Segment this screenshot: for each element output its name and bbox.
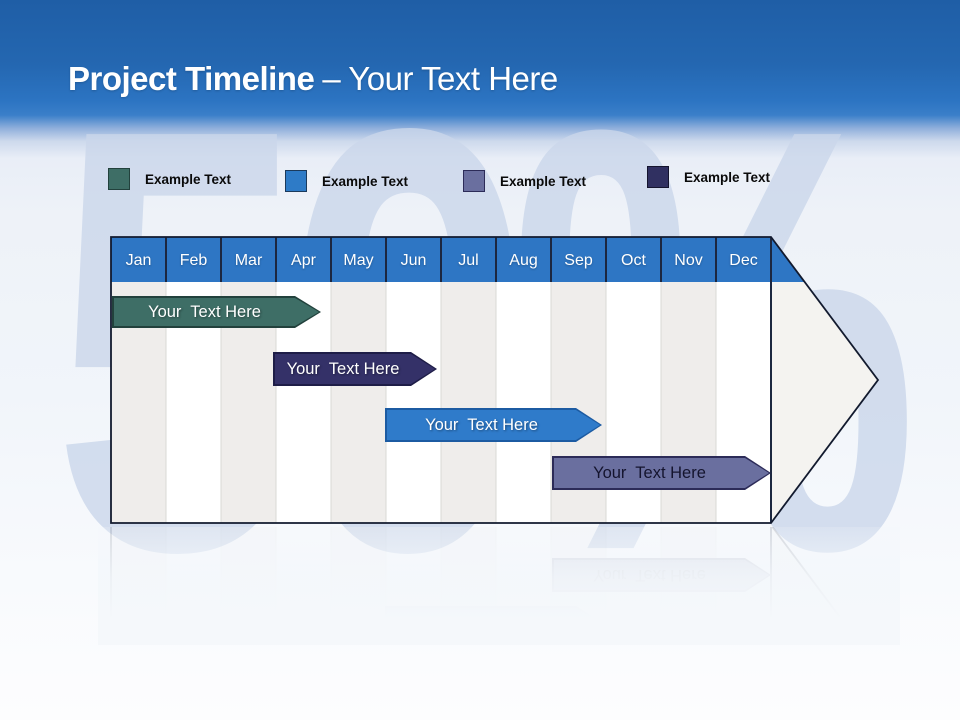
legend-swatch-teal: [108, 168, 130, 190]
task-bar-1: Your Text Here: [112, 296, 321, 328]
timeline-reflection: Jan Feb Mar Apr May Jun Jul Aug Sep Oct …: [105, 527, 895, 637]
title-main: Project Timeline: [68, 60, 315, 97]
arrow-outline: [110, 236, 880, 524]
month-cell-mar: Mar: [234, 251, 263, 269]
task-bar-label: Your Text Here: [286, 359, 400, 378]
task-bar-3-fill: Your Text Here: [387, 410, 600, 440]
page-title: Project Timeline– Your Text Here: [68, 60, 558, 98]
task-bar-3: Your Text Here: [385, 408, 602, 442]
task-bar-2: Your Text Here: [273, 352, 437, 386]
title-subtitle: – Your Text Here: [322, 60, 558, 97]
reflection-fade: [98, 527, 900, 645]
legend-label: Example Text: [500, 173, 587, 189]
month-cell-jan: Jan: [125, 251, 152, 269]
task-bar-label: Your Text Here: [593, 463, 706, 482]
month-cell-apr: Apr: [291, 251, 316, 269]
task-bar-label: Your Text Here: [425, 415, 538, 434]
timeline-group: Jan Feb Mar Apr May Jun Jul Aug Sep Oct …: [105, 230, 895, 530]
month-cell-feb: Feb: [179, 251, 208, 269]
legend-swatch-purple: [463, 170, 485, 192]
legend-item-1: Example Text: [108, 168, 231, 190]
task-bar-4: Your Text Here: [552, 456, 771, 490]
month-cell-jul: Jul: [458, 251, 479, 269]
legend-label: Example Text: [145, 171, 232, 187]
month-cell-may: May: [343, 251, 374, 269]
task-bar-2-fill: Your Text Here: [275, 354, 435, 384]
task-bar-4-fill: Your Text Here: [554, 458, 769, 488]
task-bar-label: Your Text Here: [148, 302, 261, 321]
month-cell-aug: Aug: [509, 251, 538, 269]
legend-item-4: Example Text: [647, 166, 770, 188]
legend-item-3: Example Text: [463, 170, 586, 192]
month-cell-dec: Dec: [729, 251, 758, 269]
legend-swatch-navy: [647, 166, 669, 188]
month-cell-nov: Nov: [674, 251, 703, 269]
month-header-band: [111, 237, 878, 282]
legend-swatch-blue: [285, 170, 307, 192]
month-cell-jun: Jun: [400, 251, 427, 269]
legend-label: Example Text: [322, 173, 409, 189]
legend-label: Example Text: [684, 169, 771, 185]
task-bar-1-fill: Your Text Here: [114, 298, 319, 326]
month-cell-oct: Oct: [621, 251, 646, 269]
legend-item-2: Example Text: [285, 170, 408, 192]
month-cell-sep: Sep: [564, 251, 593, 269]
